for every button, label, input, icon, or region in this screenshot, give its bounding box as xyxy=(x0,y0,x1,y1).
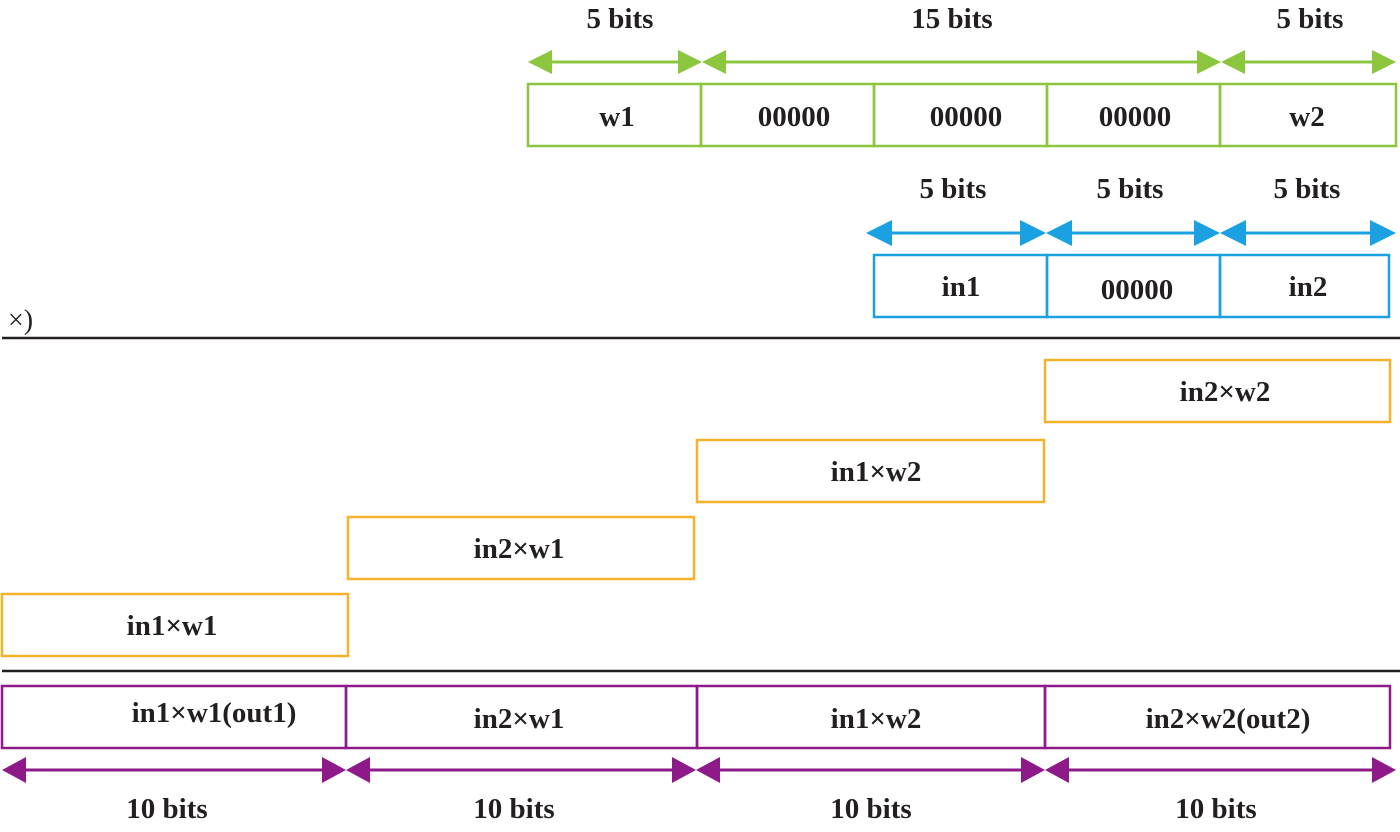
dimension-label: 10 bits xyxy=(830,793,911,825)
partial-product-in1w1 xyxy=(0,592,350,658)
output-dimension-3: 10 bits xyxy=(696,757,1045,825)
arrowhead-right xyxy=(1372,50,1396,74)
dimension-label: 10 bits xyxy=(473,793,554,825)
arrowhead-left xyxy=(1220,220,1246,246)
weight-cell-label: 00000 xyxy=(930,101,1003,133)
arrowhead-left xyxy=(1221,50,1245,74)
arrowhead-left xyxy=(1045,757,1069,783)
partial-product-in1w2 xyxy=(695,438,1046,504)
arrowhead-right xyxy=(678,50,702,74)
weight-dimension-3: 5 bits xyxy=(1221,3,1396,74)
weight-cell-label: w1 xyxy=(599,101,634,133)
arrowhead-right xyxy=(1194,220,1220,246)
arrowhead-left xyxy=(702,50,726,74)
dimension-label: 5 bits xyxy=(587,3,654,35)
dimension-label: 10 bits xyxy=(126,793,207,825)
dimension-label: 5 bits xyxy=(1097,173,1164,205)
weight-register: 5 bits 15 bits 5 bits w1 00000 00000 000… xyxy=(526,3,1398,148)
input-register: 5 bits 5 bits 5 bits in1 00000 in2 xyxy=(866,173,1396,319)
arrowhead-right xyxy=(1197,50,1221,74)
input-cell-label: in1 xyxy=(942,271,981,303)
dimension-label: 5 bits xyxy=(920,173,987,205)
partial-product-in2w2 xyxy=(1043,358,1392,424)
arrowhead-left xyxy=(696,757,720,783)
weight-dimension-2: 15 bits xyxy=(702,3,1221,74)
arrowhead-left xyxy=(2,757,26,783)
input-cell-in2 xyxy=(1218,253,1391,319)
arrowhead-right xyxy=(672,757,696,783)
output-register: in1×w1(out1) in2×w1 in1×w2 in2×w2(out2) … xyxy=(0,684,1396,825)
arrowhead-right xyxy=(1372,757,1396,783)
arrowhead-right xyxy=(1020,220,1046,246)
output-dimension-4: 10 bits xyxy=(1045,757,1396,825)
weight-dimension-1: 5 bits xyxy=(528,3,702,74)
arrowhead-right xyxy=(1370,220,1396,246)
arrowhead-left xyxy=(346,757,370,783)
partial-product-label: in2×w1 xyxy=(474,533,565,565)
output-cell-label: in1×w1(out1) xyxy=(132,697,297,729)
input-dimension-3: 5 bits xyxy=(1220,173,1396,246)
dimension-label: 10 bits xyxy=(1175,793,1256,825)
arrowhead-right xyxy=(322,757,346,783)
weight-cell-label: w2 xyxy=(1289,101,1324,133)
dimension-label: 5 bits xyxy=(1277,3,1344,35)
weight-cell-label: 00000 xyxy=(758,101,831,133)
dimension-label: 15 bits xyxy=(911,3,992,35)
output-dimension-2: 10 bits xyxy=(346,757,696,825)
arrowhead-left xyxy=(528,50,552,74)
partial-product-label: in1×w2 xyxy=(831,456,922,488)
output-cell-out2 xyxy=(1043,684,1392,750)
output-cell-label: in2×w2(out2) xyxy=(1146,703,1311,735)
input-cell-label: 00000 xyxy=(1101,274,1174,306)
multiply-operator: ×) xyxy=(8,305,33,336)
dimension-label: 5 bits xyxy=(1274,173,1341,205)
input-cell-label: in2 xyxy=(1289,271,1328,303)
output-cell-label: in2×w1 xyxy=(474,703,565,735)
output-dimension-1: 10 bits xyxy=(2,757,346,825)
arrowhead-left xyxy=(866,220,892,246)
weight-cell-label: 00000 xyxy=(1099,101,1172,133)
partial-product-label: in1×w1 xyxy=(127,610,218,642)
partial-product-in2w1 xyxy=(346,515,696,581)
partial-product-label: in2×w2 xyxy=(1180,376,1271,408)
input-dimension-1: 5 bits xyxy=(866,173,1046,246)
arrowhead-right xyxy=(1021,757,1045,783)
input-dimension-2: 5 bits xyxy=(1046,173,1220,246)
partial-products: in2×w2 in1×w2 in2×w1 in1×w1 xyxy=(0,358,1392,658)
arrowhead-left xyxy=(1046,220,1072,246)
output-cell-label: in1×w2 xyxy=(831,703,922,735)
weight-cell-w2 xyxy=(1218,82,1398,148)
